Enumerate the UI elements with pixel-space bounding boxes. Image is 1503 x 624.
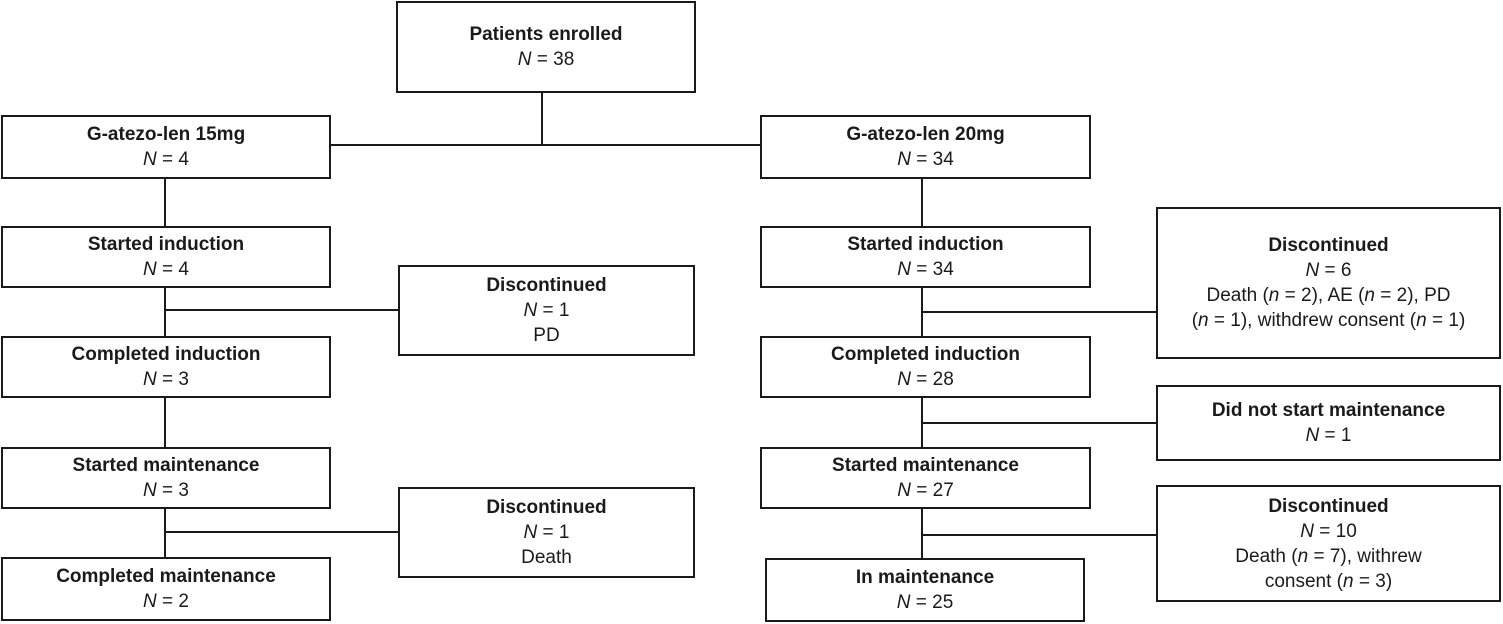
box-20-discontinued-induction: Discontinued N = 6 Death (n = 2), AE (n … <box>1156 207 1501 359</box>
arm20-disc-induction-reasons-line2: (n = 1), withdrew consent (n = 1) <box>1191 310 1466 331</box>
arm20-started-maintenance-count: N = 27 <box>897 480 954 501</box>
arm15-completed-induction-count: N = 3 <box>143 369 189 390</box>
enrolled-title: Patients enrolled <box>469 24 623 45</box>
arm20-disc-induction-reasons-line1: Death (n = 2), AE (n = 2), PD <box>1206 285 1451 306</box>
arm15-completed-maintenance-title: Completed maintenance <box>56 566 276 587</box>
arm15-disc-maintenance-count: N = 1 <box>523 522 570 543</box>
arm20-disc-maintenance-reasons-line1: Death (n = 7), withrew <box>1235 545 1422 567</box>
arm20-did-not-start-count: N = 1 <box>1305 425 1352 446</box>
arm15-disc-induction-reason: PD <box>533 325 560 346</box>
box-15-discontinued-maintenance: Discontinued N = 1 Death <box>398 487 695 578</box>
arm15-completed-induction-title: Completed induction <box>71 344 261 365</box>
box-arm-15mg: G-atezo-len 15mg N = 4 <box>1 115 331 179</box>
arm15-count: N = 4 <box>143 149 189 170</box>
box-20-discontinued-maintenance: Discontinued N = 10 Death (n = 7), withr… <box>1156 485 1501 602</box>
arm20-disc-induction-count: N = 6 <box>1305 260 1352 281</box>
box-20-started-maintenance: Started maintenance N = 27 <box>760 447 1091 509</box>
arm20-in-maintenance-count: N = 25 <box>896 592 954 613</box>
arm20-disc-induction-title: Discontinued <box>1268 235 1389 256</box>
arm15-disc-maintenance-reason: Death <box>521 547 572 568</box>
arm15-started-induction-count: N = 4 <box>143 259 189 280</box>
box-20-completed-induction: Completed induction N = 28 <box>760 336 1091 398</box>
arm20-did-not-start-title: Did not start maintenance <box>1211 400 1446 421</box>
arm15-started-maintenance-title: Started maintenance <box>72 455 260 476</box>
box-20-started-induction: Started induction N = 34 <box>760 226 1091 288</box>
arm20-completed-induction-title: Completed induction <box>831 344 1020 365</box>
arm20-disc-maintenance-reasons-line2: consent (n = 3) <box>1264 570 1393 592</box>
arm15-started-induction-title: Started induction <box>87 234 245 255</box>
box-arm-20mg: G-atezo-len 20mg N = 34 <box>760 115 1091 179</box>
arm20-completed-induction-count: N = 28 <box>897 369 954 390</box>
box-patients-enrolled: Patients enrolled N = 38 <box>396 1 696 93</box>
arm20-disc-maintenance-title: Discontinued <box>1268 495 1389 517</box>
box-15-discontinued-induction: Discontinued N = 1 PD <box>398 265 695 356</box>
arm20-started-induction-title: Started induction <box>847 234 1004 255</box>
arm15-disc-maintenance-title: Discontinued <box>486 497 607 518</box>
arm20-title: G-atezo-len 20mg <box>846 124 1005 145</box>
arm15-completed-maintenance-count: N = 2 <box>143 591 189 612</box>
arm20-count: N = 34 <box>897 149 954 170</box>
arm20-started-induction-count: N = 34 <box>897 259 954 280</box>
box-20-did-not-start-maintenance: Did not start maintenance N = 1 <box>1156 385 1501 461</box>
box-15-started-induction: Started induction N = 4 <box>1 226 331 288</box>
box-15-completed-maintenance: Completed maintenance N = 2 <box>1 557 331 621</box>
box-15-started-maintenance: Started maintenance N = 3 <box>1 447 331 509</box>
arm20-started-maintenance-title: Started maintenance <box>832 455 1019 476</box>
arm15-disc-induction-count: N = 1 <box>523 300 570 321</box>
enrolled-count: N = 38 <box>517 49 575 70</box>
arm20-disc-maintenance-count: N = 10 <box>1300 520 1357 542</box>
arm15-started-maintenance-count: N = 3 <box>143 480 189 501</box>
box-20-in-maintenance: In maintenance N = 25 <box>765 558 1085 622</box>
arm15-title: G-atezo-len 15mg <box>86 124 246 145</box>
box-15-completed-induction: Completed induction N = 3 <box>1 336 331 398</box>
arm15-disc-induction-title: Discontinued <box>486 275 607 296</box>
arm20-in-maintenance-title: In maintenance <box>855 567 995 588</box>
